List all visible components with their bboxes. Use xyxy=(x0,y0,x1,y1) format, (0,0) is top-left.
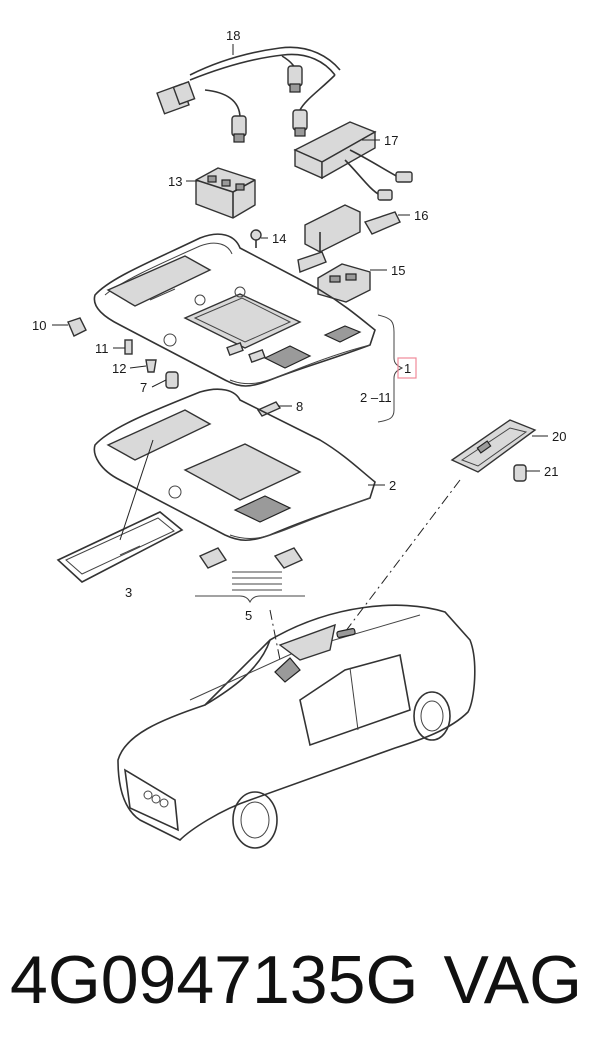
callout-2: 2 xyxy=(389,478,396,493)
bracket-16 xyxy=(297,204,401,273)
callout-3: 3 xyxy=(125,585,132,600)
callout-11: 11 xyxy=(95,341,109,356)
glass-panel-3 xyxy=(56,511,184,583)
bulb-socket-7 xyxy=(165,371,179,389)
parts-diagram: 18 17 13 14 16 15 10 11 12 7 8 1 2 –11 2… xyxy=(32,28,566,849)
reading-light-20 xyxy=(450,419,537,473)
callout-18: 18 xyxy=(226,28,240,43)
wiring-harness-18 xyxy=(156,46,341,143)
switch-15 xyxy=(317,263,371,303)
trim-panel-2 xyxy=(93,388,376,542)
labels-5 xyxy=(195,547,305,604)
callout-1: 1 xyxy=(404,361,411,376)
callout-12: 12 xyxy=(112,361,126,376)
caption-bar: 4G0947135G VAG xyxy=(0,925,600,1035)
callout-5: 5 xyxy=(245,608,252,623)
control-module-17 xyxy=(293,121,413,201)
bulb-21 xyxy=(513,464,527,482)
callout-16: 16 xyxy=(414,208,428,223)
screw-14 xyxy=(250,229,262,248)
brand-label: VAG xyxy=(443,942,582,1018)
callout-7: 7 xyxy=(140,380,147,395)
callout-20: 20 xyxy=(552,429,566,444)
callout-8: 8 xyxy=(296,399,303,414)
callout-15: 15 xyxy=(391,263,405,278)
callout-1-highlight xyxy=(397,357,417,379)
callout-21: 21 xyxy=(544,464,558,479)
callout-range: 2 –11 xyxy=(360,390,392,405)
clip-10 xyxy=(67,317,87,337)
callout-17: 17 xyxy=(384,133,398,148)
callout-13: 13 xyxy=(168,174,182,189)
callout-10: 10 xyxy=(32,318,46,333)
callout-14: 14 xyxy=(272,231,286,246)
switch-module-13 xyxy=(195,167,256,219)
clip-11 xyxy=(124,339,133,355)
roof-console-assembly-1 xyxy=(93,233,376,387)
car-illustration xyxy=(117,604,476,849)
screw-12 xyxy=(145,359,157,373)
part-number: 4G0947135G xyxy=(10,942,419,1018)
